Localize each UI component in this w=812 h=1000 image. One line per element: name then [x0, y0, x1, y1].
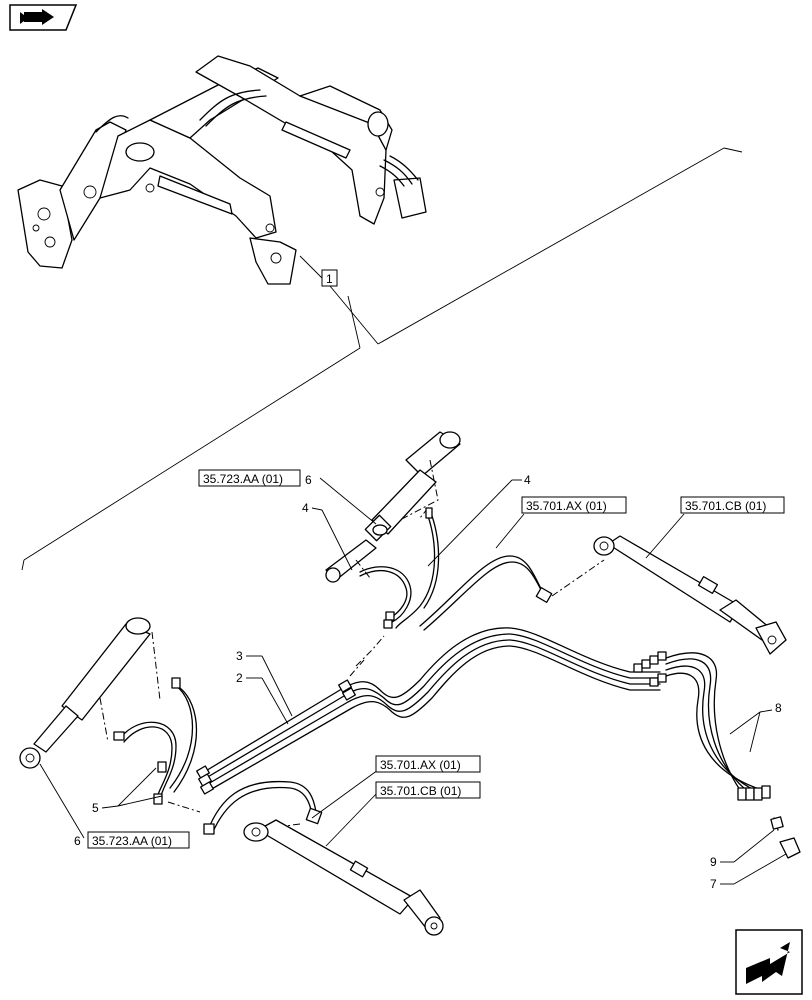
leader-lines	[39, 477, 787, 885]
hoses-item-4	[359, 507, 440, 629]
left-lift-cylinder	[19, 617, 161, 769]
item-3-label: 3	[236, 649, 243, 663]
right-bucket-cylinder	[593, 535, 787, 655]
item-9-label: 9	[710, 855, 717, 869]
item-5-label: 5	[92, 801, 99, 815]
item-6-left-label: 6	[74, 834, 81, 848]
ref-box-hose-top[interactable]: 35.701.AX (01)	[521, 496, 627, 514]
item-7-label: 7	[710, 877, 717, 891]
svg-text:35.701.AX (01): 35.701.AX (01)	[526, 499, 607, 513]
hoses-item-5	[113, 677, 201, 813]
ref-box-cyl-left[interactable]: 35.723.AA (01)	[87, 831, 190, 849]
callout-item-1: 1	[299, 255, 338, 287]
ref-box-hose-bottom[interactable]: 35.701.AX (01)	[375, 755, 481, 773]
svg-text:35.701.CB (01): 35.701.CB (01)	[685, 499, 766, 513]
next-page-arrow-icon[interactable]	[735, 929, 803, 995]
bottom-hose-and-cylinder	[203, 780, 444, 936]
callout-numbers: 3 2 4 4 6 5 6 8 9 7	[74, 473, 782, 891]
item-1-label: 1	[326, 272, 333, 286]
ref-box-cyl-right[interactable]: 35.701.CB (01)	[680, 496, 785, 514]
ref-box-cyl-bottom[interactable]: 35.701.CB (01)	[375, 781, 481, 799]
item-4-left-label: 4	[302, 501, 309, 515]
item-4-right-label: 4	[524, 473, 531, 487]
ref-box-cyl-top[interactable]: 35.723.AA (01)	[198, 469, 301, 487]
hose-to-right-cylinder	[419, 555, 605, 631]
item-2-label: 2	[236, 671, 243, 685]
svg-text:35.723.AA (01): 35.723.AA (01)	[203, 472, 283, 486]
hoses-item-8	[665, 652, 801, 859]
page-orientation-icon[interactable]	[9, 4, 78, 31]
top-lift-cylinder	[325, 431, 461, 583]
svg-text:35.701.AX (01): 35.701.AX (01)	[380, 758, 461, 772]
loader-frame	[17, 55, 427, 285]
explode-bracket	[21, 147, 743, 571]
svg-text:35.723.AA (01): 35.723.AA (01)	[92, 834, 172, 848]
main-hose-bundle	[196, 627, 667, 795]
item-6-top-label: 6	[305, 473, 312, 487]
svg-text:35.701.CB (01): 35.701.CB (01)	[380, 784, 461, 798]
item-8-label: 8	[775, 701, 782, 715]
